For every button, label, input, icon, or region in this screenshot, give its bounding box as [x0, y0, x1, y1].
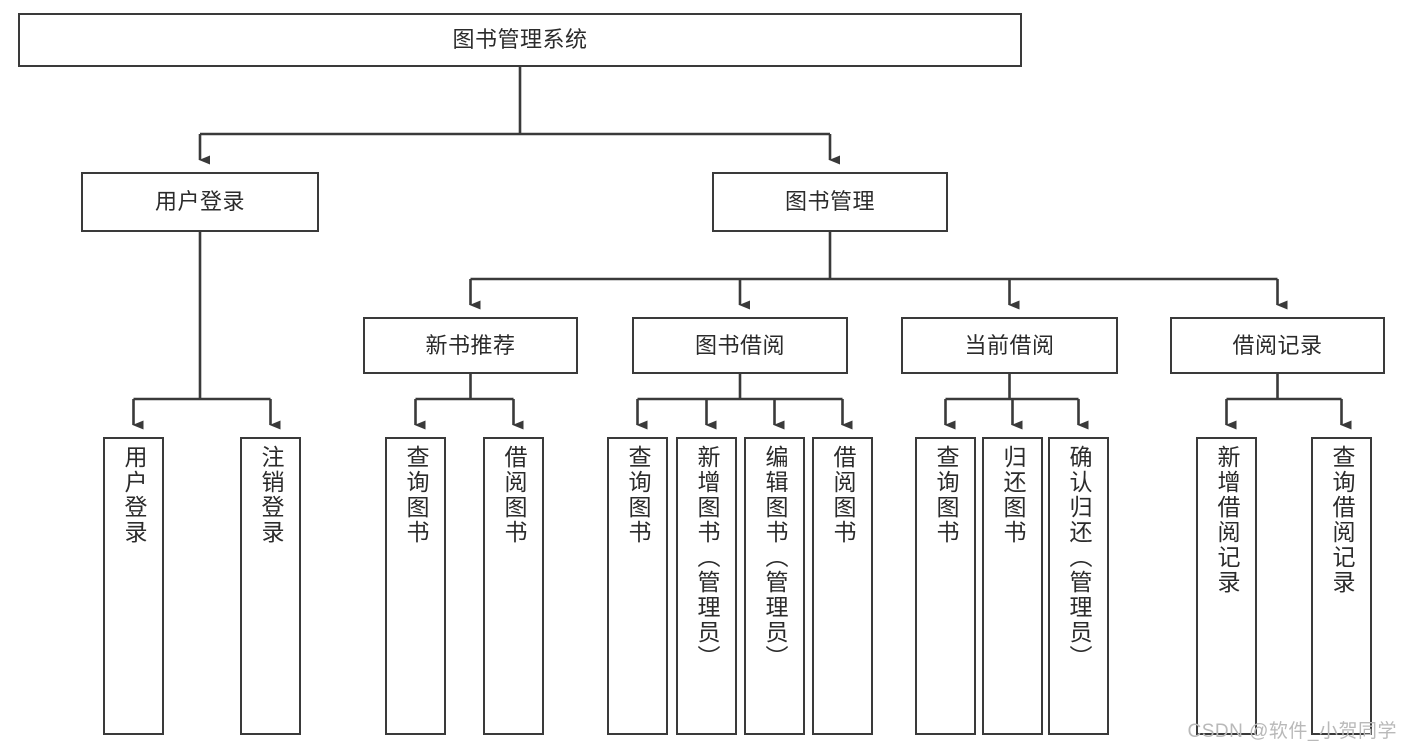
- node-label: 新增图书（管理员）: [694, 445, 720, 670]
- node-lf7[interactable]: 编辑图书（管理员）: [744, 437, 805, 735]
- node-lf6[interactable]: 新增图书（管理员）: [676, 437, 737, 735]
- node-l2a[interactable]: 新书推荐: [363, 317, 578, 374]
- node-label: 用户登录: [154, 189, 245, 215]
- node-label: 借阅记录: [1232, 332, 1323, 358]
- node-label: 新书推荐: [425, 332, 516, 358]
- node-l1a[interactable]: 用户登录: [81, 172, 319, 232]
- node-label: 当前借阅: [964, 332, 1055, 358]
- node-lf8[interactable]: 借阅图书: [812, 437, 873, 735]
- node-label: 图书管理: [784, 189, 875, 215]
- node-label: 用户登录: [121, 445, 147, 545]
- node-root[interactable]: 图书管理系统: [18, 13, 1022, 67]
- node-lf1[interactable]: 用户登录: [103, 437, 164, 735]
- node-label: 注销登录: [258, 445, 284, 545]
- node-l2c[interactable]: 当前借阅: [901, 317, 1118, 374]
- node-label: 查询图书: [403, 445, 429, 545]
- node-lf2[interactable]: 注销登录: [240, 437, 301, 735]
- node-l1b[interactable]: 图书管理: [712, 172, 948, 232]
- node-label: 图书管理系统: [452, 27, 588, 53]
- node-lf10[interactable]: 归还图书: [982, 437, 1043, 735]
- node-label: 归还图书: [1000, 445, 1026, 545]
- node-label: 借阅图书: [830, 445, 856, 545]
- node-label: 图书借阅: [694, 332, 785, 358]
- node-lf9[interactable]: 查询图书: [915, 437, 976, 735]
- node-label: 查询借阅记录: [1329, 445, 1355, 595]
- node-lf4[interactable]: 借阅图书: [483, 437, 544, 735]
- node-lf12[interactable]: 新增借阅记录: [1196, 437, 1257, 735]
- node-l2d[interactable]: 借阅记录: [1170, 317, 1385, 374]
- node-lf13[interactable]: 查询借阅记录: [1311, 437, 1372, 735]
- node-label: 借阅图书: [501, 445, 527, 545]
- node-label: 确认归还（管理员）: [1066, 445, 1092, 670]
- node-lf5[interactable]: 查询图书: [607, 437, 668, 735]
- node-label: 编辑图书（管理员）: [762, 445, 788, 670]
- node-l2b[interactable]: 图书借阅: [632, 317, 848, 374]
- node-label: 新增借阅记录: [1214, 445, 1240, 595]
- node-label: 查询图书: [625, 445, 651, 545]
- node-lf3[interactable]: 查询图书: [385, 437, 446, 735]
- node-label: 查询图书: [933, 445, 959, 545]
- node-lf11[interactable]: 确认归还（管理员）: [1048, 437, 1109, 735]
- watermark-label: CSDN @软件_小贺同学: [1187, 721, 1397, 742]
